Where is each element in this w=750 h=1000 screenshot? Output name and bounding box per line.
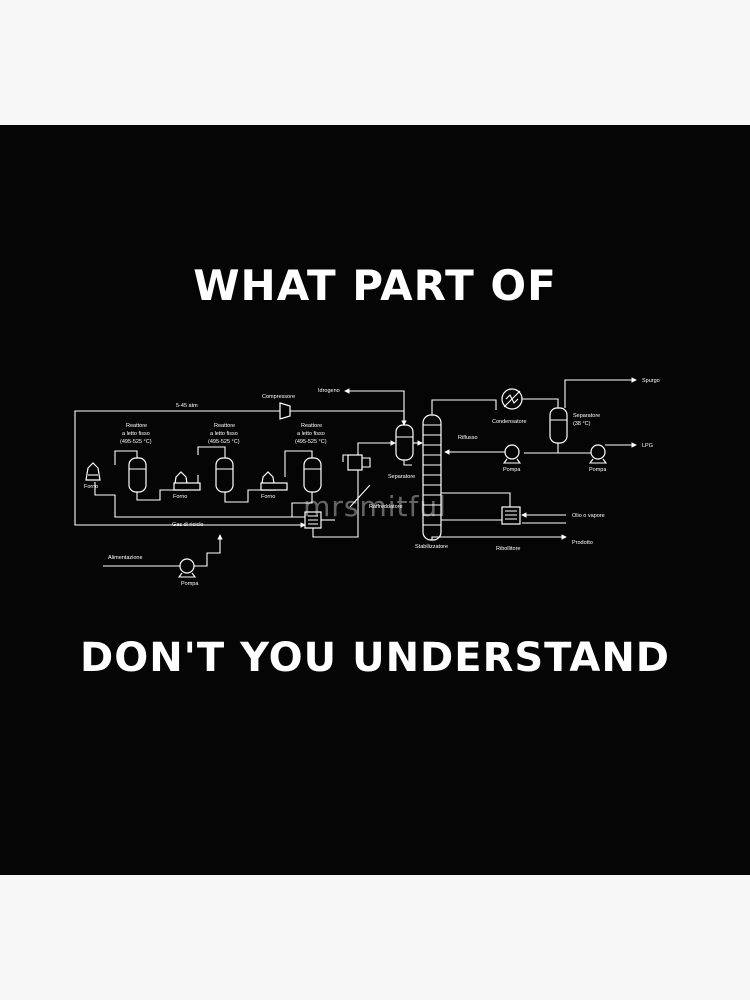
reactor-2 — [215, 457, 234, 493]
compressor-icon — [279, 402, 291, 420]
feed-pump-label: Pompa — [181, 581, 199, 587]
reactor-1 — [128, 457, 147, 493]
feed-pump-icon — [177, 558, 197, 578]
reactor-2-sublabel: a letto fisso — [210, 431, 238, 437]
recycle-top-line — [74, 410, 306, 528]
separator-38-vessel — [549, 407, 568, 444]
separator-label: Separatore — [388, 474, 415, 480]
condenser-label: Condensatore — [492, 419, 527, 425]
reflux-pump-label: Pompa — [503, 467, 521, 473]
hydrogen-label: Idrogeno — [318, 388, 340, 394]
recycle-gas-label: Gas di riciclo — [172, 522, 203, 528]
furnace-3-label: Forno — [261, 494, 275, 500]
separator-38-label: Separatore — [573, 413, 600, 419]
reactor-1-label: Reattore — [126, 423, 147, 429]
compressor-label: Compressore — [262, 394, 295, 400]
furnace-1-label: Forno — [84, 484, 98, 490]
cooler-label: Raffreddatore — [369, 504, 403, 510]
headline-bottom: DON'T YOU UNDERSTAND — [80, 635, 670, 681]
reactor-1-temp: (495-525 °C) — [120, 439, 152, 445]
reactor-3 — [303, 457, 322, 493]
headline-top: WHAT PART OF — [193, 261, 557, 310]
reactor-3-label: Reattore — [301, 423, 322, 429]
reactor-2-temp: (495-525 °C) — [208, 439, 240, 445]
reflux-pump-icon — [502, 444, 522, 464]
reactor-3-temp: (495-525 °C) — [295, 439, 327, 445]
reboiler-label: Ribollitore — [496, 546, 520, 552]
lpg-label: LPG — [642, 443, 653, 449]
furnace-2-label: Forno — [173, 494, 187, 500]
reflux-label: Riflusso — [458, 435, 478, 441]
watermark-text: mrsmitful — [303, 490, 447, 523]
furnace-2 — [173, 471, 201, 491]
furnace-3 — [260, 471, 288, 491]
reactor-3-sublabel: a letto fisso — [297, 431, 325, 437]
condenser-icon — [501, 388, 523, 410]
hydrogen-line — [365, 390, 405, 425]
reactor-1-sublabel: a letto fisso — [122, 431, 150, 437]
lpg-pump-label: Pompa — [589, 467, 607, 473]
separator-38-temp: (38 °C) — [573, 421, 591, 427]
separator-vessel — [395, 424, 414, 461]
oil-steam-label: Olio o vapore — [572, 513, 605, 519]
purge-label: Spurgo — [642, 378, 660, 384]
furnace-1 — [85, 462, 101, 481]
process-flow-diagram: Compressore 5-45 atm Idrogeno Forno Reat… — [74, 377, 660, 587]
cooler-icon — [347, 454, 371, 508]
pressure-label: 5-45 atm — [176, 403, 198, 409]
reboiler-icon — [501, 506, 521, 525]
product-label: Prodotto — [572, 540, 593, 546]
stabilizer-label: Stabilizzatore — [415, 544, 448, 550]
black-panel: Compressore 5-45 atm Idrogeno Forno Reat… — [0, 125, 750, 875]
lpg-pump-icon — [588, 444, 608, 464]
reactor-2-label: Reattore — [214, 423, 235, 429]
feed-label: Alimentazione — [108, 555, 143, 561]
